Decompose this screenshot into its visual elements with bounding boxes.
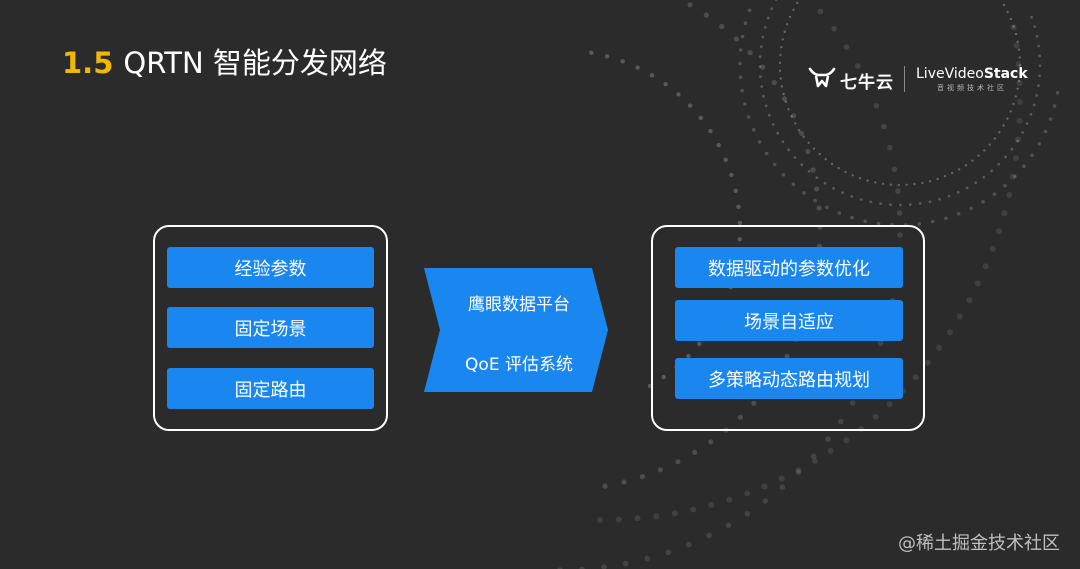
logo-area: 七牛云 LiveVideoStack 音视频技术社区 xyxy=(808,62,1033,94)
left-group-box xyxy=(153,225,388,431)
livevideostack-logo-text: LiveVideoStack xyxy=(916,66,1028,82)
section-number: 1.5 xyxy=(62,46,114,80)
left-item-fixed-scene: 固定场景 xyxy=(167,307,374,348)
right-item-multi-strategy-routing: 多策略动态路由规划 xyxy=(675,358,903,399)
arrow-text-eagle-eye-platform: 鹰眼数据平台 xyxy=(468,295,570,315)
right-item-data-driven-tuning: 数据驱动的参数优化 xyxy=(675,247,903,288)
page-title: 1.5 QRTN 智能分发网络 xyxy=(62,40,387,82)
qiniu-bull-icon xyxy=(808,67,836,88)
livevideostack-subtitle: 音视频技术社区 xyxy=(937,84,1007,92)
left-item-fixed-route: 固定路由 xyxy=(167,368,374,409)
lvs-bold: Stack xyxy=(983,66,1028,82)
right-group-box xyxy=(651,225,925,431)
qiniu-logo-text: 七牛云 xyxy=(840,73,894,93)
lvs-mid: Video xyxy=(944,66,984,82)
left-item-experience-params: 经验参数 xyxy=(167,247,374,288)
logo-separator xyxy=(904,66,905,92)
title-text: QRTN 智能分发网络 xyxy=(123,46,387,80)
right-item-scene-adaptive: 场景自适应 xyxy=(675,300,903,341)
arrow-text-qoe-system: QoE 评估系统 xyxy=(465,355,573,375)
chevron-arrow-shape xyxy=(424,268,608,392)
lvs-light: Live xyxy=(916,66,945,82)
watermark: @稀土掘金技术社区 xyxy=(898,533,1060,554)
